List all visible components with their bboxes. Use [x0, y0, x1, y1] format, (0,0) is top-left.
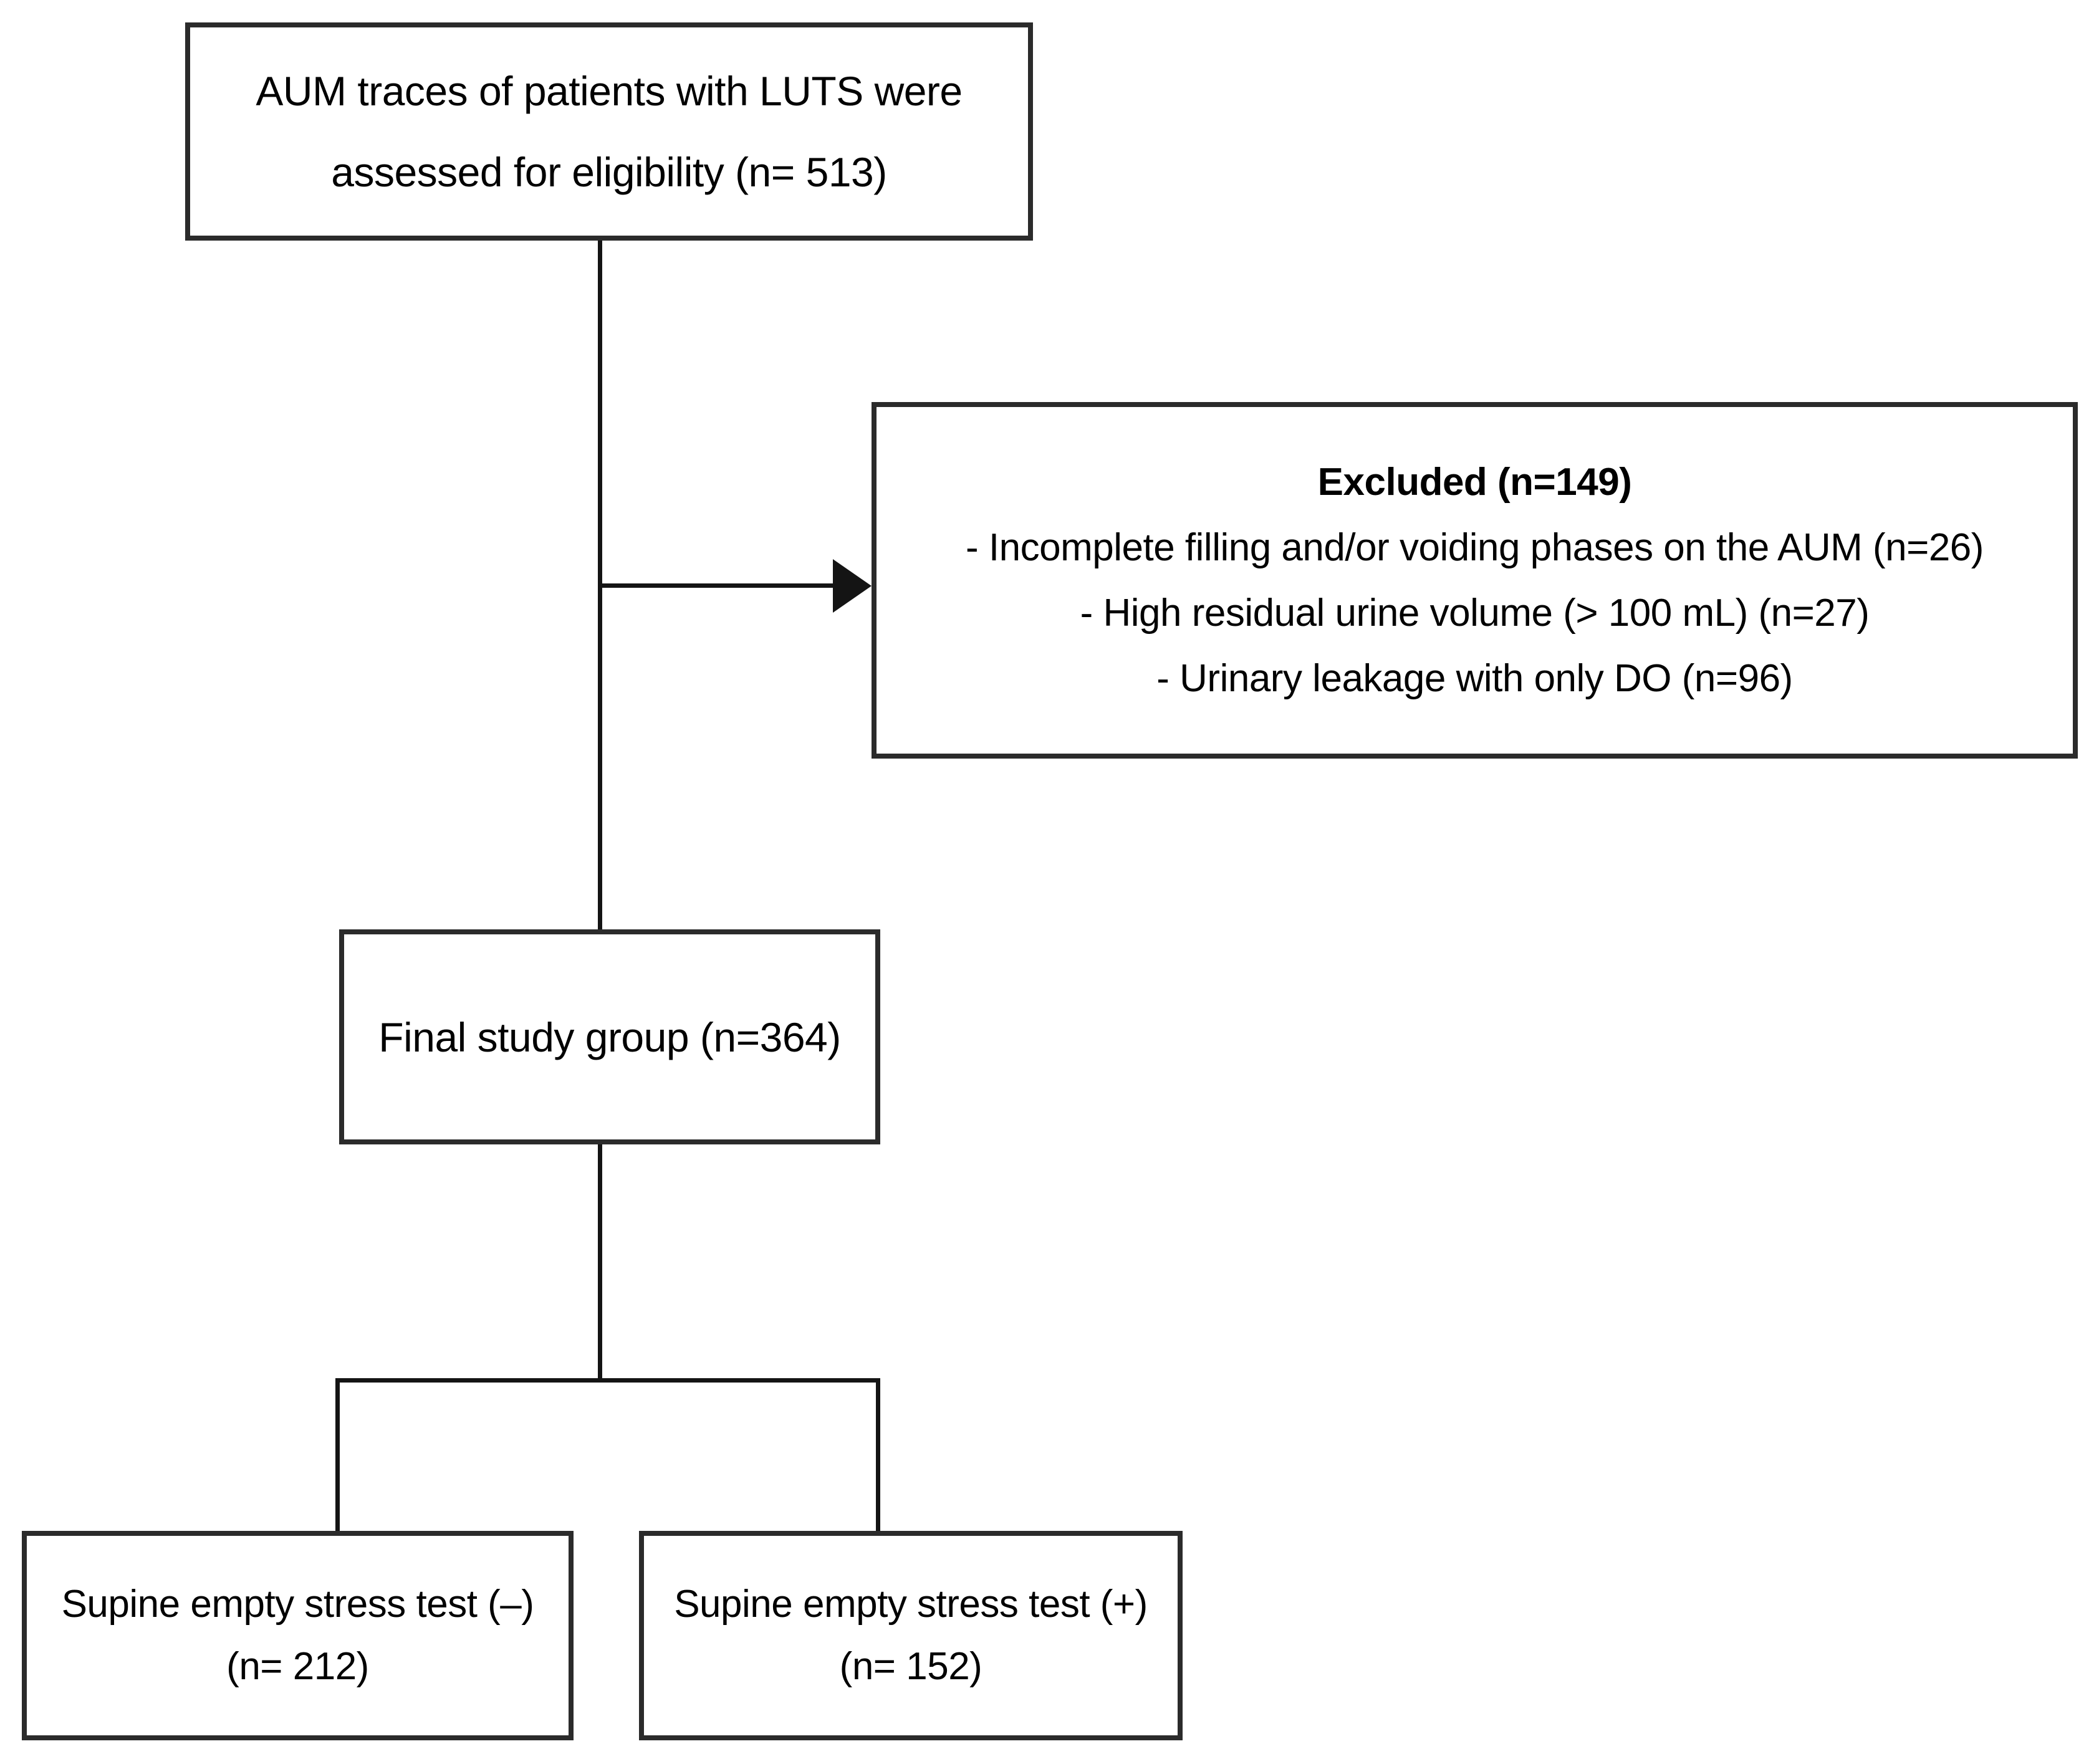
node-excluded: Excluded (n=149) - Incomplete filling an…: [872, 402, 2078, 759]
node-stress-test-negative-line1: Supine empty stress test (–): [61, 1583, 534, 1626]
connector-branch-right: [876, 1378, 880, 1534]
node-excluded-item: - Urinary leakage with only DO (n=96): [1156, 657, 1793, 700]
node-excluded-item: - High residual urine volume (> 100 mL) …: [1080, 592, 1870, 635]
node-excluded-item: - Incomplete filling and/or voiding phas…: [966, 526, 1984, 569]
node-eligibility-line2: assessed for eligibility (n= 513): [331, 149, 887, 195]
connector-final-to-branch: [598, 1141, 602, 1383]
exclusion-arrowhead-icon: [833, 559, 872, 613]
connector-branch-left: [335, 1378, 340, 1534]
node-stress-test-positive: Supine empty stress test (+) (n= 152): [639, 1531, 1183, 1740]
node-stress-test-positive-line2: (n= 152): [839, 1645, 982, 1688]
node-final-study-group-label: Final study group (n=364): [378, 1014, 841, 1060]
node-eligibility-line1: AUM traces of patients with LUTS were: [256, 68, 963, 114]
node-eligibility: AUM traces of patients with LUTS were as…: [185, 22, 1033, 241]
node-stress-test-positive-line1: Supine empty stress test (+): [674, 1583, 1148, 1626]
node-stress-test-negative: Supine empty stress test (–) (n= 212): [22, 1531, 574, 1740]
connector-exclusion-arrow-shaft: [598, 583, 836, 588]
node-final-study-group: Final study group (n=364): [339, 929, 880, 1144]
node-excluded-title: Excluded (n=149): [1317, 461, 1632, 504]
connector-branch-horizontal: [335, 1378, 880, 1383]
node-stress-test-negative-line2: (n= 212): [226, 1645, 369, 1688]
